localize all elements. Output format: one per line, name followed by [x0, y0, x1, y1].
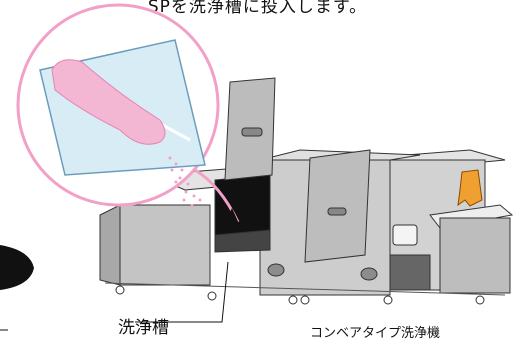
- caption-text: SPを洗浄槽に投入します。: [147, 0, 368, 17]
- tank-leader-line: [135, 261, 229, 323]
- zoom-arrow-icon: [226, 208, 240, 226]
- machine-left-end: [99, 204, 121, 286]
- wash-tank-tray: [214, 229, 271, 253]
- port-right: [360, 267, 378, 281]
- left-dark-object: [0, 245, 34, 290]
- casters: [115, 285, 485, 305]
- machine-back-body: [119, 204, 211, 286]
- middle-hood-handle: [327, 207, 347, 216]
- middle-hood: [304, 149, 371, 263]
- outfeed-body: [439, 217, 511, 294]
- zoom-callout: [16, 3, 240, 226]
- right-grille: [389, 254, 431, 291]
- lid-handle: [241, 127, 263, 137]
- label-wash-tank: 洗浄槽: [118, 318, 169, 338]
- base-line: [104, 282, 506, 296]
- port-left: [267, 263, 285, 277]
- falling-powder: [168, 156, 202, 208]
- right-window: [392, 224, 418, 246]
- caption: SPを洗浄槽に投入します。: [0, 0, 515, 20]
- sp-powder: [51, 59, 166, 145]
- glove-icon: [457, 169, 483, 207]
- conveyor-washer: [99, 77, 514, 305]
- label-conveyor-washer: コンベアタイプ洗浄機: [310, 326, 441, 341]
